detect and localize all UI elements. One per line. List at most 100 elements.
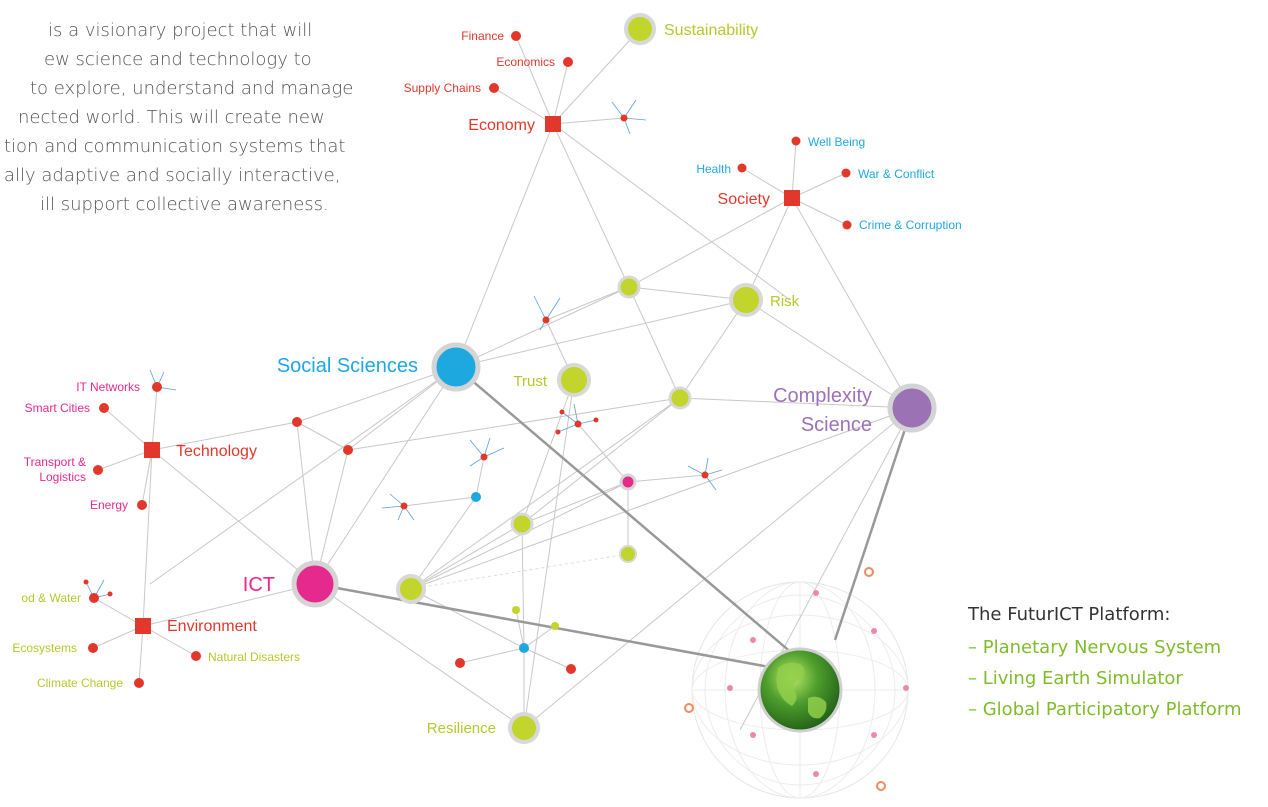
node-resilience <box>508 712 540 744</box>
node-smart-cities <box>99 403 109 413</box>
node-misc <box>555 429 561 435</box>
node-misc <box>593 417 599 423</box>
node-misc <box>620 114 628 122</box>
intro-line: to explore, understand and manage <box>30 78 354 99</box>
node-war-conflict <box>841 168 851 178</box>
node-complexity-science <box>887 383 937 433</box>
label-it-networks: IT Networks <box>76 380 140 394</box>
platform-item-label: Global Participatory Platform <box>982 699 1242 720</box>
node-misc-blue <box>471 492 481 502</box>
node-misc-blue <box>519 643 529 653</box>
node-ecosystems <box>88 643 98 653</box>
label-economy: Economy <box>468 117 535 134</box>
earth-globe-icon <box>757 647 843 733</box>
node-misc <box>400 502 408 510</box>
node-it-networks <box>152 382 162 392</box>
label-natural-disasters: Natural Disasters <box>208 650 300 664</box>
major-nodes <box>291 342 937 608</box>
label-trust: Trust <box>513 373 547 390</box>
node-technology <box>144 442 160 458</box>
label-smart-cities: Smart Cities <box>25 401 90 415</box>
node-crime-corruption <box>842 220 852 230</box>
node-misc <box>559 409 565 415</box>
dash-icon: – <box>968 699 983 720</box>
starburst-clusters <box>85 99 723 599</box>
intro-line: nected world. This will create new <box>18 107 325 128</box>
node-misc <box>343 445 353 455</box>
node-lime <box>396 574 426 604</box>
node-ict <box>291 560 339 608</box>
node-misc <box>83 579 89 585</box>
platform-edges <box>314 366 914 670</box>
edges <box>92 28 913 731</box>
label-transport: Transport & <box>24 455 86 469</box>
intro-line: ally adaptive and socially interactive, <box>4 165 341 186</box>
intro-line: tion and communication systems that <box>4 136 346 157</box>
label-economics: Economics <box>496 55 555 69</box>
node-misc-pink <box>619 473 637 491</box>
label-science: Science <box>801 414 872 436</box>
intro-line: ill support collective awareness. <box>40 194 329 215</box>
label-war-conflict: War & Conflict <box>858 167 935 181</box>
dash-icon: – <box>968 668 983 689</box>
globe-satellites <box>684 567 909 791</box>
node-finance <box>511 31 521 41</box>
platform-item: – Global Participatory Platform <box>968 699 1268 720</box>
node-lime <box>617 275 641 299</box>
node-misc <box>480 453 488 461</box>
node-economics <box>563 57 573 67</box>
node-misc <box>292 417 302 427</box>
node-misc-lime <box>551 622 559 630</box>
node-health <box>737 163 747 173</box>
platform-item: – Living Earth Simulator <box>968 668 1268 689</box>
node-food-water <box>89 593 99 603</box>
node-energy <box>137 500 147 510</box>
node-lime <box>510 512 534 536</box>
labels: Finance Economics Supply Chains Economy … <box>12 22 961 737</box>
node-society <box>784 190 800 206</box>
small-colored-nodes <box>471 473 637 653</box>
label-resilience: Resilience <box>427 720 496 737</box>
label-well-being: Well Being <box>808 135 865 149</box>
label-technology: Technology <box>176 443 257 460</box>
node-misc <box>455 658 465 668</box>
node-climate-change <box>134 678 144 688</box>
node-natural-disasters <box>191 651 201 661</box>
label-complexity: Complexity <box>773 385 872 407</box>
node-misc-lime <box>512 606 520 614</box>
node-misc <box>542 316 550 324</box>
node-misc <box>566 664 576 674</box>
label-society: Society <box>718 191 770 208</box>
node-lime <box>668 386 692 410</box>
dash-icon: – <box>968 637 983 658</box>
label-finance: Finance <box>461 29 504 43</box>
label-logistics: Logistics <box>39 470 86 484</box>
lime-nodes <box>396 13 763 744</box>
label-supply-chains: Supply Chains <box>404 81 481 95</box>
label-ecosystems: Ecosystems <box>12 641 77 655</box>
node-misc <box>107 591 113 597</box>
node-economy <box>545 116 561 132</box>
intro-line: ew science and technology to <box>44 49 312 70</box>
node-well-being <box>791 136 801 146</box>
platform-item: – Planetary Nervous System <box>968 637 1268 658</box>
platform-item-label: Planetary Nervous System <box>982 637 1222 658</box>
label-climate-change: Climate Change <box>37 676 123 690</box>
label-ict: ICT <box>243 574 275 596</box>
node-risk <box>729 283 763 317</box>
label-energy: Energy <box>90 498 128 512</box>
label-sustainability: Sustainability <box>664 22 758 39</box>
platform-title: The FuturICT Platform: <box>968 604 1171 625</box>
node-transport-logistics <box>93 465 103 475</box>
node-supply-chains <box>489 83 499 93</box>
node-social-sciences <box>431 342 481 392</box>
label-environment: Environment <box>167 618 257 635</box>
label-crime-corruption: Crime & Corruption <box>859 218 962 232</box>
small-red-nodes <box>83 31 852 688</box>
intro-line: is a visionary project that will <box>48 20 313 41</box>
red-square-nodes <box>135 116 800 634</box>
label-risk: Risk <box>770 293 800 310</box>
node-lime <box>619 545 637 563</box>
platform-legend: The FuturICT Platform: – Planetary Nervo… <box>968 604 1268 730</box>
